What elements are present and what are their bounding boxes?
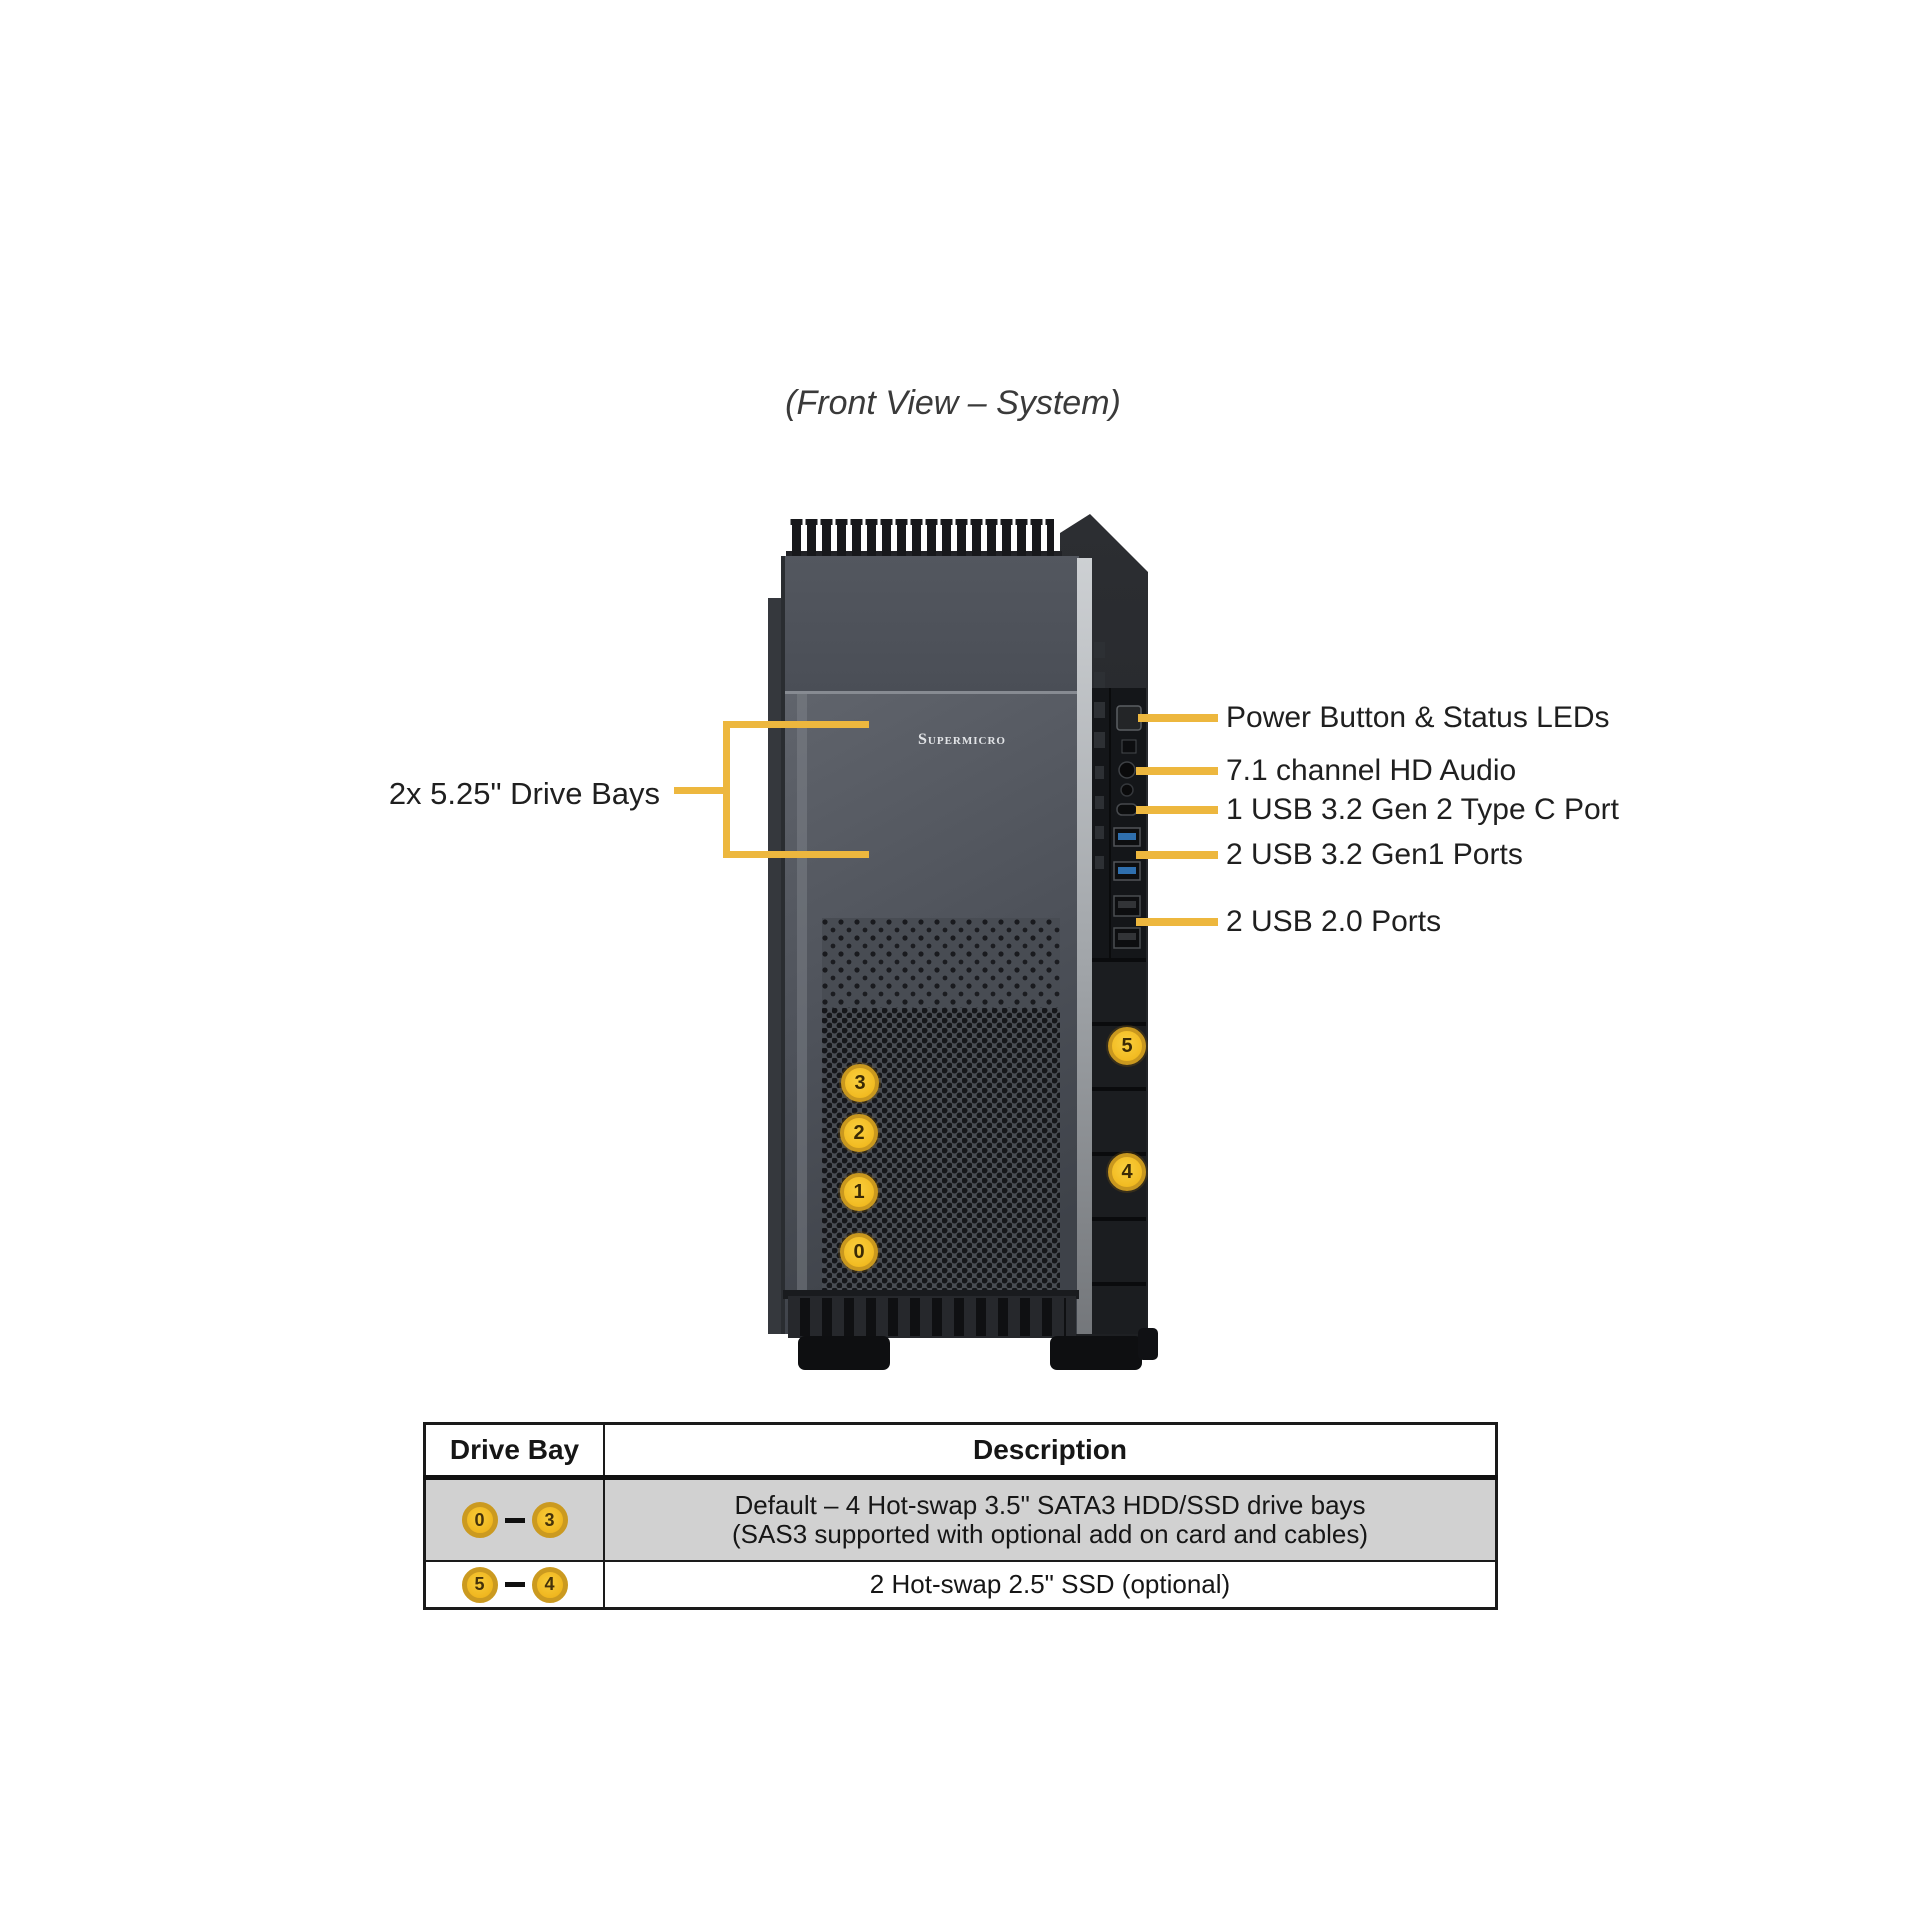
drive-bay-badge-4: 4	[1108, 1153, 1146, 1191]
callout-bracket-vertical	[723, 721, 730, 858]
callout-line-usb3	[1136, 851, 1218, 859]
callout-bracket-bottom-arm	[727, 851, 869, 858]
row1-description-line2: (SAS3 supported with optional add on car…	[732, 1519, 1368, 1549]
foot-side	[1138, 1328, 1158, 1360]
drive-bay-badge-1: 1	[840, 1173, 878, 1211]
left-side-sliver	[768, 598, 784, 1334]
ssd-tray-strip	[1092, 960, 1146, 1334]
bay-range-0-3: 0 3	[426, 1480, 603, 1560]
usb3-port-1	[1113, 827, 1141, 847]
label-hd-audio: 7.1 channel HD Audio	[1226, 754, 1517, 787]
table-header-row: Drive Bay Description	[423, 1422, 1498, 1480]
header-drive-bay: Drive Bay	[423, 1422, 605, 1480]
table-badge-4: 4	[531, 1566, 568, 1603]
label-usb3-gen1: 2 USB 3.2 Gen1 Ports	[1226, 838, 1523, 871]
usb3-port-2	[1113, 861, 1141, 881]
label-usb-c: 1 USB 3.2 Gen 2 Type C Port	[1226, 793, 1619, 826]
page-title: (Front View – System)	[785, 384, 1121, 422]
label-power-button: Power Button & Status LEDs	[1226, 701, 1610, 734]
drive-bay-badge-5: 5	[1108, 1027, 1146, 1065]
range-dash	[504, 1517, 525, 1523]
callout-line-power	[1138, 714, 1218, 722]
front-top-section	[783, 556, 1079, 694]
table-row: 5 4 2 Hot-swap 2.5" SSD (optional)	[423, 1560, 1498, 1610]
bottom-vent-slats	[798, 1298, 1066, 1336]
foot-right	[1050, 1336, 1142, 1370]
latch-nubs	[1094, 642, 1105, 869]
chassis-illustration: Supermicro	[768, 514, 1158, 1370]
usb-c-port	[1116, 803, 1138, 816]
callout-line-usb2	[1136, 918, 1218, 926]
status-led	[1121, 739, 1137, 754]
callout-bracket-top-arm	[727, 721, 869, 728]
row1-description-line1: Default – 4 Hot-swap 3.5" SATA3 HDD/SSD …	[734, 1490, 1366, 1520]
foot-left	[798, 1336, 890, 1370]
header-description: Description	[603, 1422, 1498, 1480]
callout-line-usbc	[1136, 806, 1218, 814]
bay-range-5-4: 5 4	[426, 1562, 603, 1607]
label-usb2: 2 USB 2.0 Ports	[1226, 905, 1442, 938]
io-strip-divider	[1109, 688, 1111, 960]
callout-line-audio	[1136, 767, 1218, 775]
drive-bay-table: Drive Bay Description 0 3 Default – 4 Ho…	[423, 1422, 1498, 1610]
drive-bay-badge-3: 3	[841, 1064, 879, 1102]
table-row: 0 3 Default – 4 Hot-swap 3.5" SATA3 HDD/…	[423, 1476, 1498, 1562]
callout-line-drive-bays-stub	[674, 787, 727, 794]
left-edge-line	[781, 556, 785, 1334]
audio-jack-headphone	[1118, 761, 1136, 779]
audio-jack-mic	[1120, 783, 1134, 797]
table-badge-3: 3	[531, 1502, 568, 1538]
usb2-port-1	[1113, 895, 1141, 917]
silver-edge-strip	[1077, 558, 1092, 1334]
door-seam	[783, 691, 1079, 694]
supermicro-logo: Supermicro	[918, 731, 1006, 748]
front-mesh-sparse	[822, 918, 1060, 1008]
usb2-port-2	[1113, 927, 1141, 949]
drive-bays-label: 2x 5.25" Drive Bays	[388, 776, 660, 811]
table-badge-5: 5	[461, 1566, 498, 1603]
table-badge-0: 0	[461, 1502, 498, 1538]
drive-bay-badge-0: 0	[840, 1233, 878, 1271]
range-dash	[504, 1582, 525, 1587]
bottom-lip	[783, 1290, 1079, 1299]
row2-description: 2 Hot-swap 2.5" SSD (optional)	[869, 1569, 1231, 1599]
left-accent-strip	[797, 694, 807, 1298]
drive-bay-badge-2: 2	[840, 1114, 878, 1152]
